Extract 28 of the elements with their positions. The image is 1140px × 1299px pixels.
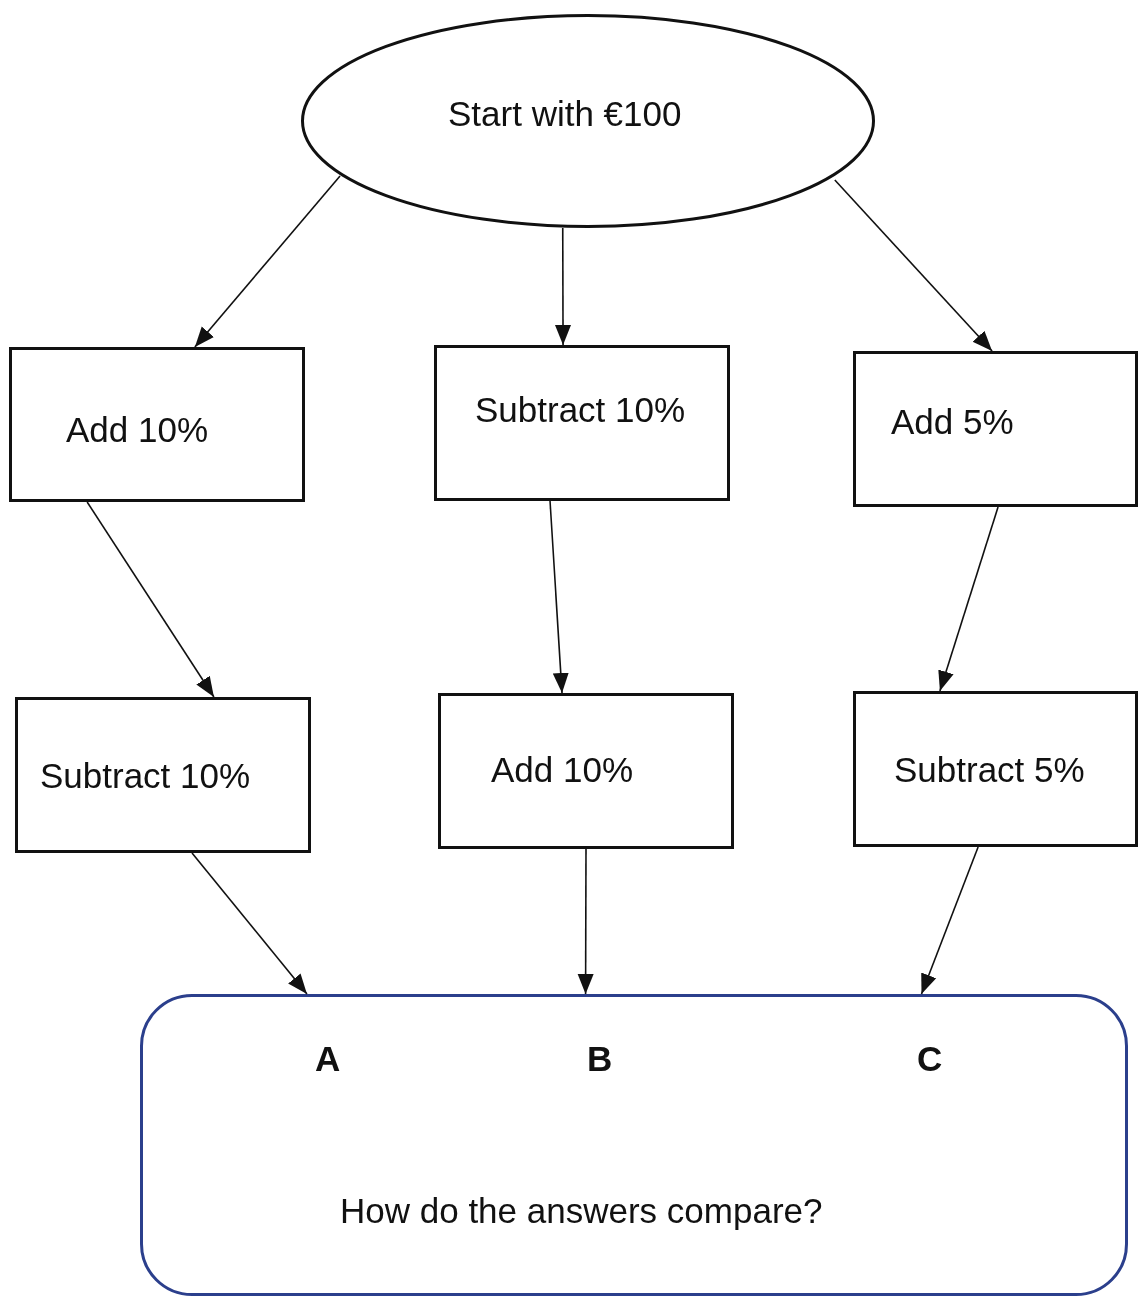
node-text: Subtract 10% bbox=[40, 756, 251, 796]
step-box bbox=[434, 345, 730, 501]
step-box bbox=[438, 693, 734, 849]
arrow bbox=[549, 500, 569, 694]
arrow bbox=[194, 175, 341, 348]
arrow bbox=[938, 506, 999, 692]
node-text: Start with €100 bbox=[448, 94, 682, 134]
node-text: Add 10% bbox=[66, 410, 209, 450]
node-text: Add 5% bbox=[891, 402, 1014, 442]
step-box bbox=[15, 697, 311, 853]
arrow bbox=[555, 227, 571, 346]
arrow bbox=[86, 501, 215, 698]
column-letter: C bbox=[917, 1039, 943, 1079]
step-box bbox=[9, 347, 305, 502]
arrow bbox=[834, 179, 993, 352]
arrow bbox=[577, 848, 594, 995]
node-text: Subtract 5% bbox=[894, 750, 1085, 790]
start-ellipse bbox=[301, 14, 875, 228]
arrow bbox=[191, 852, 308, 995]
arrow bbox=[920, 846, 979, 995]
result-box bbox=[140, 994, 1128, 1296]
node-text: How do the answers compare? bbox=[340, 1191, 823, 1231]
step-box bbox=[853, 351, 1138, 507]
node-text: Subtract 10% bbox=[475, 390, 686, 430]
column-letter: A bbox=[315, 1039, 341, 1079]
node-text: Add 10% bbox=[491, 750, 634, 790]
step-box bbox=[853, 691, 1138, 847]
column-letter: B bbox=[587, 1039, 613, 1079]
